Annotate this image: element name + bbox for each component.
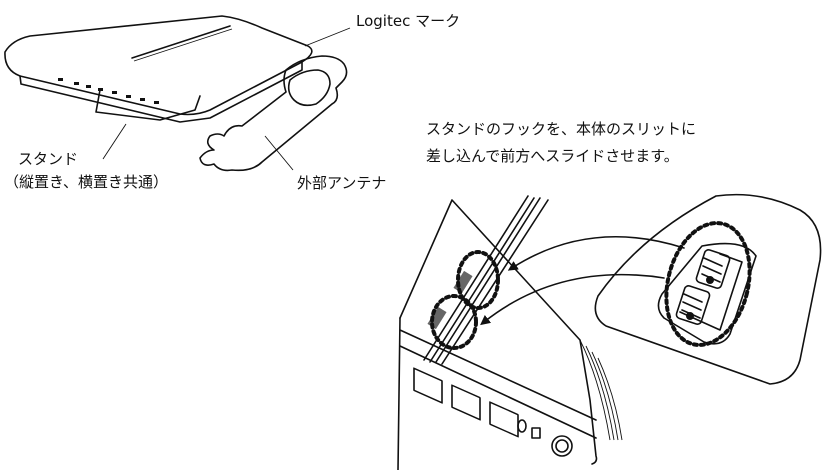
instruction-line-2: 差し込んで前方へスライドさせます。 — [426, 147, 679, 165]
label-stand: スタンド — [18, 150, 79, 168]
instruction-line-1: スタンドのフックを、本体のスリットに — [426, 120, 697, 138]
leader-antenna — [264, 135, 294, 171]
slit-circle-upper — [456, 250, 500, 310]
leader-stand — [102, 123, 127, 160]
hook-circle — [664, 221, 752, 347]
router-side-view — [397, 195, 623, 470]
label-logitec-mark: Logitec マーク — [356, 12, 461, 30]
leader-logitec — [304, 27, 351, 47]
arrow-upper — [507, 235, 685, 271]
slits — [423, 195, 549, 365]
router-top-view — [4, 15, 313, 123]
slit-circle-lower — [430, 294, 478, 350]
external-antenna — [199, 55, 348, 172]
stand-hooks-view — [594, 193, 822, 385]
lan-ports — [413, 367, 519, 438]
router-stand — [95, 89, 201, 121]
front-ports — [58, 78, 159, 104]
label-stand-note: （縦置き、横置き共通） — [4, 173, 168, 191]
arrow-lower — [480, 273, 665, 326]
label-antenna: 外部アンテナ — [297, 174, 387, 192]
